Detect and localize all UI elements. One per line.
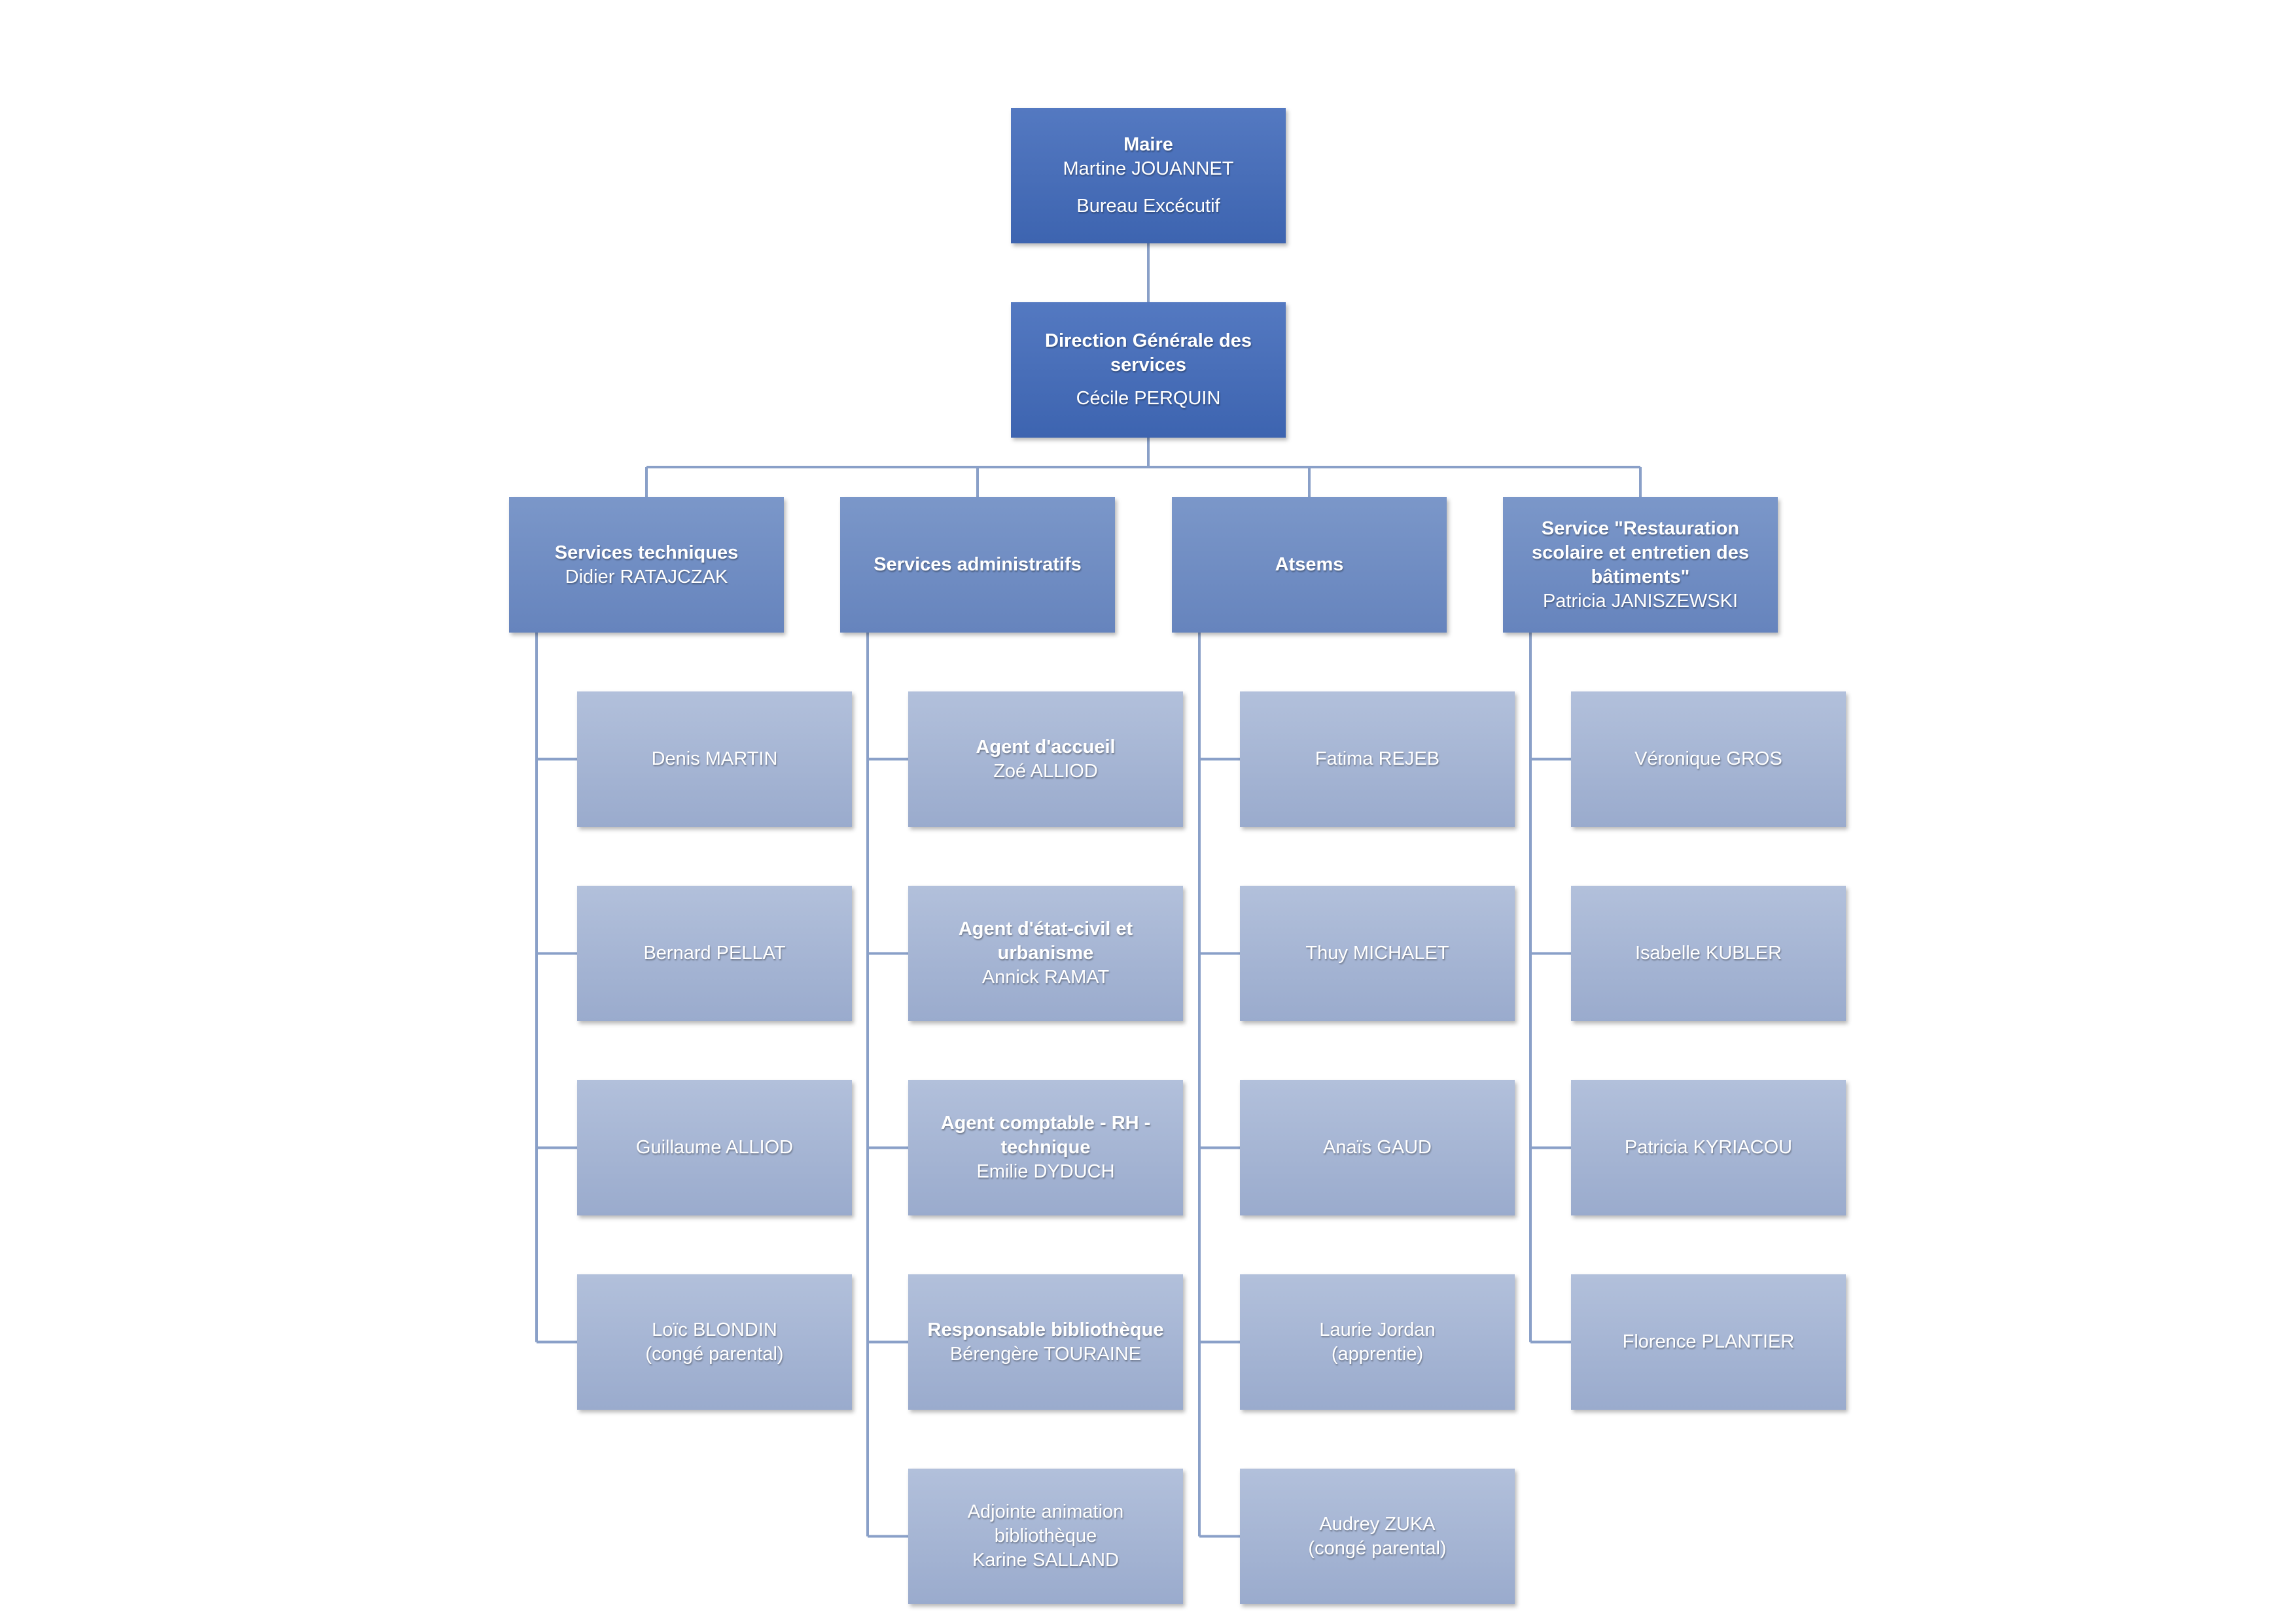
staff-box: Thuy MICHALET bbox=[1240, 886, 1515, 1021]
staff-box: Guillaume ALLIOD bbox=[577, 1080, 852, 1215]
staff-box: Fatima REJEB bbox=[1240, 691, 1515, 827]
staff-name: Denis MARTIN bbox=[651, 748, 778, 769]
staff-name: Fatima REJEB bbox=[1315, 748, 1440, 769]
staff-name: Florence PLANTIER bbox=[1622, 1331, 1795, 1352]
department-head: Didier RATAJCZAK bbox=[565, 566, 728, 587]
staff-name: Audrey ZUKA (congé parental) bbox=[1308, 1513, 1447, 1559]
staff-role: Responsable bibliothèque bbox=[927, 1319, 1164, 1340]
maire-box: Maire Martine JOUANNET Bureau Excécutif bbox=[1011, 108, 1286, 243]
staff-name: Bernard PELLAT bbox=[643, 943, 786, 964]
staff-box: Véronique GROS bbox=[1571, 691, 1846, 827]
maire-title: Maire bbox=[1123, 134, 1173, 155]
staff-name: Thuy MICHALET bbox=[1305, 943, 1449, 964]
department-box-service-restauration-scolaire-et-entretien-des-batiments: Service "Restauration scolaire et entret… bbox=[1503, 497, 1778, 633]
staff-role: Agent d'accueil bbox=[976, 736, 1116, 758]
staff-box: Patricia KYRIACOU bbox=[1571, 1080, 1846, 1215]
staff-name: Anaïs GAUD bbox=[1323, 1137, 1432, 1158]
department-title: Services techniques bbox=[554, 542, 739, 563]
staff-box: Anaïs GAUD bbox=[1240, 1080, 1515, 1215]
staff-name: Adjointe animation bibliothèque Karine S… bbox=[967, 1501, 1124, 1571]
staff-name: Patricia KYRIACOU bbox=[1624, 1137, 1793, 1158]
staff-name: Emilie DYDUCH bbox=[976, 1161, 1115, 1182]
staff-name: Guillaume ALLIOD bbox=[635, 1137, 794, 1158]
staff-name: Zoé ALLIOD bbox=[993, 760, 1098, 782]
staff-name: Annick RAMAT bbox=[981, 967, 1110, 988]
staff-box: Isabelle KUBLER bbox=[1571, 886, 1846, 1021]
staff-box: Audrey ZUKA (congé parental) bbox=[1240, 1469, 1515, 1604]
staff-box: Laurie Jordan (apprentie) bbox=[1240, 1274, 1515, 1410]
dgs-title: Direction Générale des services bbox=[1045, 330, 1252, 375]
maire-name: Martine JOUANNET bbox=[1063, 158, 1234, 179]
department-head: Patricia JANISZEWSKI bbox=[1542, 590, 1739, 612]
department-box-atsems: Atsems bbox=[1172, 497, 1447, 633]
staff-name: Isabelle KUBLER bbox=[1634, 943, 1782, 964]
staff-box: Adjointe animation bibliothèque Karine S… bbox=[908, 1469, 1183, 1604]
department-title: Atsems bbox=[1275, 554, 1344, 575]
staff-name: Véronique GROS bbox=[1634, 748, 1782, 769]
staff-box: Bernard PELLAT bbox=[577, 886, 852, 1021]
staff-name: Loïc BLONDIN (congé parental) bbox=[645, 1319, 784, 1365]
maire-office: Bureau Excécutif bbox=[1076, 196, 1220, 217]
staff-role: Agent d'état-civil et urbanisme bbox=[958, 918, 1133, 964]
staff-box: Loïc BLONDIN (congé parental) bbox=[577, 1274, 852, 1410]
staff-role: Agent comptable - RH - technique bbox=[940, 1113, 1151, 1158]
department-box-services-administratifs: Services administratifs bbox=[840, 497, 1115, 633]
dgs-box: Direction Générale des services Cécile P… bbox=[1011, 302, 1286, 438]
staff-name: Bérengère TOURAINE bbox=[949, 1343, 1142, 1365]
staff-box: Denis MARTIN bbox=[577, 691, 852, 827]
staff-box: Florence PLANTIER bbox=[1571, 1274, 1846, 1410]
department-title: Service "Restauration scolaire et entret… bbox=[1531, 517, 1750, 587]
department-title: Services administratifs bbox=[874, 554, 1082, 575]
staff-name: Laurie Jordan (apprentie) bbox=[1319, 1319, 1436, 1365]
dgs-name: Cécile PERQUIN bbox=[1076, 388, 1221, 409]
